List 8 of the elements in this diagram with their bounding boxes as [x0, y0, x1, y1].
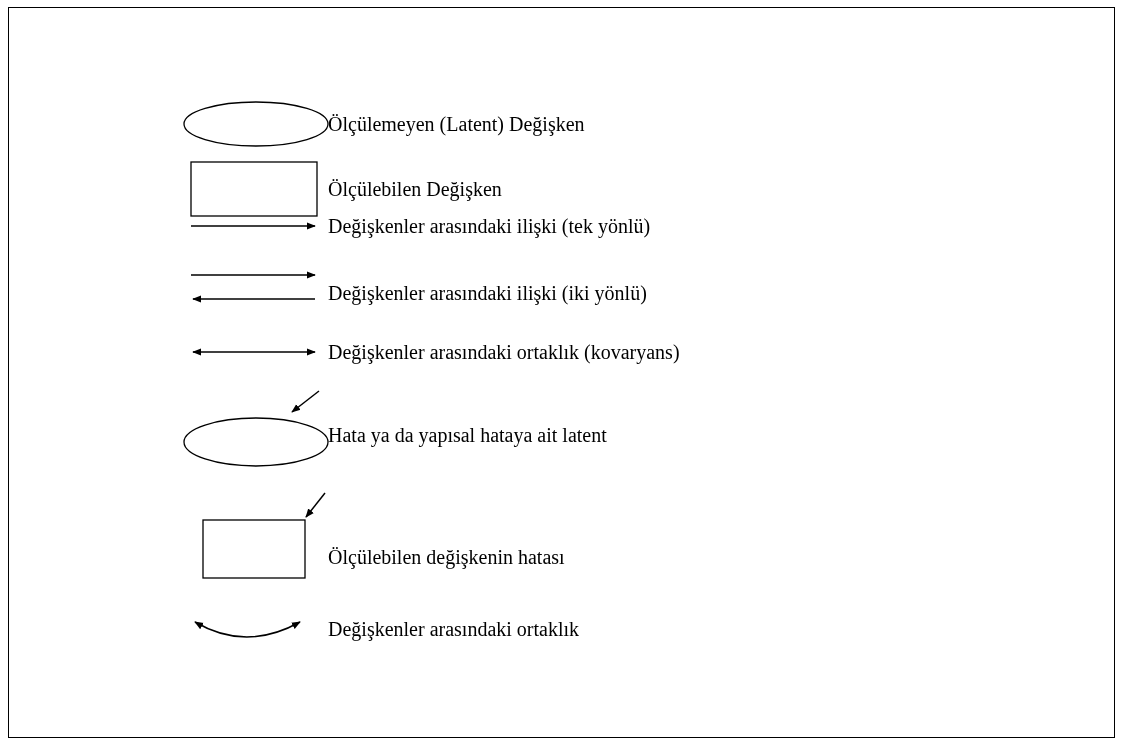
legend-text: Değişkenler arasındaki ilişki (iki yönlü): [328, 281, 647, 305]
legend-text: Ölçülebilen değişkenin hatası: [328, 545, 565, 569]
legend-text: Değişkenler arasındaki ortaklık: [328, 617, 580, 641]
legend-text: Değişkenler arasındaki ilişki (tek yönlü): [328, 214, 651, 238]
legend-text: Hata ya da yapısal hataya ait latent: [328, 423, 607, 447]
legend-text: Ölçülebilen Değişken: [328, 177, 502, 201]
legend-text: Ölçülemeyen (Latent) Değişken: [328, 112, 585, 136]
legend-text: Değişkenler arasındaki ortaklık (kovaryans): [328, 340, 680, 364]
